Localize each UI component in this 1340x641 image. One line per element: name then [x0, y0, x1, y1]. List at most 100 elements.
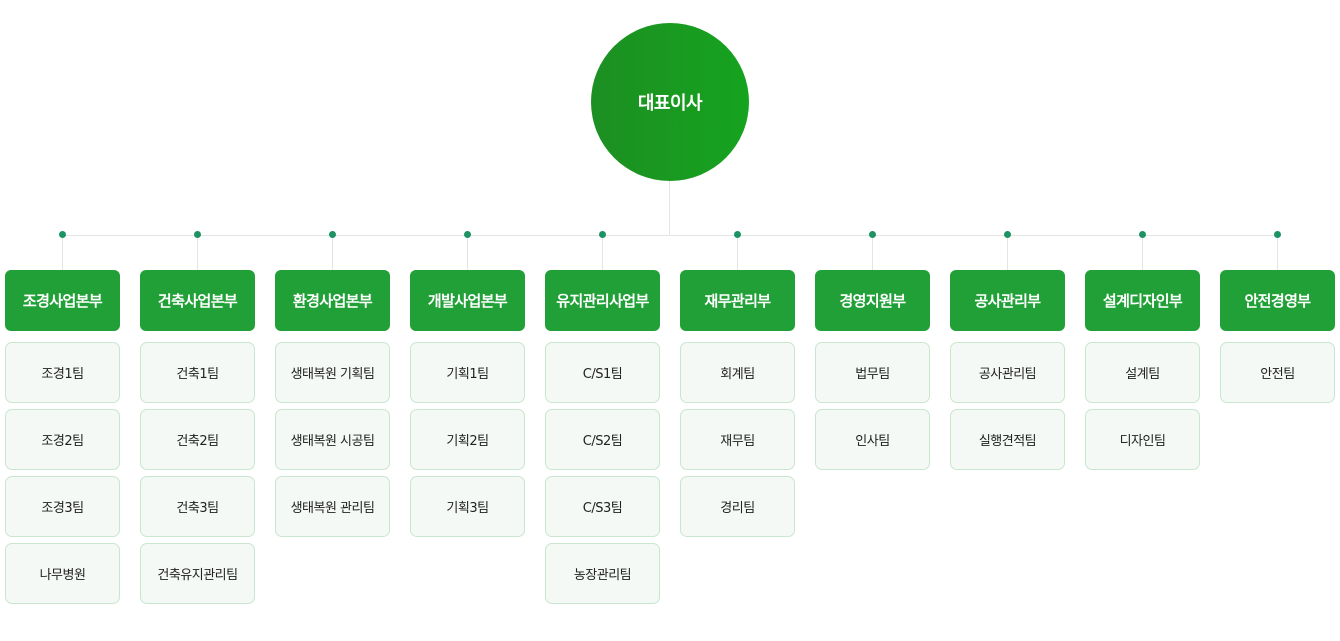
connector-stub-line: [1277, 238, 1278, 270]
team-node: 생태복원 기획팀: [275, 342, 390, 403]
connector-stub-line: [872, 238, 873, 270]
connector-dot: [194, 231, 201, 238]
team-label: 인사팀: [855, 434, 890, 449]
department-label: 재무관리부: [704, 292, 771, 310]
team-label: 실행견적팀: [978, 434, 1037, 449]
team-node: 경리팀: [680, 476, 795, 537]
connector-stub-line: [1142, 238, 1143, 270]
department-node: 설계디자인부: [1085, 270, 1200, 331]
department-label: 설계디자인부: [1102, 292, 1183, 310]
team-label: 조경3팀: [41, 501, 84, 516]
department-node: 개발사업본부: [410, 270, 525, 331]
team-node: 회계팀: [680, 342, 795, 403]
team-node: 안전팀: [1220, 342, 1335, 403]
team-node: 조경3팀: [5, 476, 120, 537]
ceo-connector-line: [669, 181, 670, 235]
team-node: 조경1팀: [5, 342, 120, 403]
team-label: 생태복원 시공팀: [290, 434, 375, 449]
department-node: 경영지원부: [815, 270, 930, 331]
department-node: 유지관리사업부: [545, 270, 660, 331]
horizontal-connector-line: [63, 235, 1275, 236]
team-label: 생태복원 관리팀: [290, 501, 375, 516]
team-node: C/S2팀: [545, 409, 660, 470]
connector-dot: [1139, 231, 1146, 238]
team-node: 건축2팀: [140, 409, 255, 470]
team-node: 조경2팀: [5, 409, 120, 470]
team-node: 인사팀: [815, 409, 930, 470]
department-label: 조경사업본부: [22, 292, 103, 310]
team-node: 기획2팀: [410, 409, 525, 470]
team-label: 설계팀: [1125, 367, 1160, 382]
connector-stub-line: [467, 238, 468, 270]
team-label: 건축2팀: [176, 434, 219, 449]
team-node: 기획1팀: [410, 342, 525, 403]
team-label: 공사관리팀: [978, 367, 1037, 382]
team-node: 건축1팀: [140, 342, 255, 403]
department-node: 안전경영부: [1220, 270, 1335, 331]
department-label: 안전경영부: [1244, 292, 1311, 310]
team-label: 기획3팀: [446, 501, 489, 516]
team-label: 조경2팀: [41, 434, 84, 449]
department-node: 조경사업본부: [5, 270, 120, 331]
team-node: 건축3팀: [140, 476, 255, 537]
connector-stub-line: [602, 238, 603, 270]
team-node: 법무팀: [815, 342, 930, 403]
connector-stub-line: [332, 238, 333, 270]
connector-dot: [734, 231, 741, 238]
team-node: 기획3팀: [410, 476, 525, 537]
ceo-label: 대표이사: [637, 93, 703, 114]
team-node: C/S1팀: [545, 342, 660, 403]
team-node: 나무병원: [5, 543, 120, 604]
connector-stub-line: [1007, 238, 1008, 270]
ceo-node: 대표이사: [591, 23, 749, 181]
connector-dot: [329, 231, 336, 238]
connector-dot: [599, 231, 606, 238]
team-label: 회계팀: [720, 367, 755, 382]
team-label: 안전팀: [1260, 367, 1295, 382]
team-node: 생태복원 관리팀: [275, 476, 390, 537]
connector-dot: [1274, 231, 1281, 238]
team-label: 조경1팀: [41, 367, 84, 382]
team-label: 건축3팀: [176, 501, 219, 516]
team-node: 건축유지관리팀: [140, 543, 255, 604]
department-label: 경영지원부: [839, 292, 906, 310]
team-label: 디자인팀: [1119, 434, 1166, 449]
department-node: 건축사업본부: [140, 270, 255, 331]
connector-dot: [464, 231, 471, 238]
team-label: 건축유지관리팀: [157, 568, 238, 583]
department-label: 공사관리부: [974, 292, 1041, 310]
team-label: 경리팀: [720, 501, 755, 516]
team-node: 농장관리팀: [545, 543, 660, 604]
team-label: 기획2팀: [446, 434, 489, 449]
team-node: C/S3팀: [545, 476, 660, 537]
department-label: 환경사업본부: [292, 292, 373, 310]
team-label: C/S2팀: [582, 434, 623, 449]
department-node: 재무관리부: [680, 270, 795, 331]
department-node: 공사관리부: [950, 270, 1065, 331]
team-label: C/S3팀: [582, 501, 623, 516]
team-node: 설계팀: [1085, 342, 1200, 403]
team-node: 디자인팀: [1085, 409, 1200, 470]
team-node: 생태복원 시공팀: [275, 409, 390, 470]
connector-stub-line: [737, 238, 738, 270]
connector-dot: [59, 231, 66, 238]
department-label: 건축사업본부: [157, 292, 238, 310]
department-label: 유지관리사업부: [556, 292, 649, 310]
team-label: 농장관리팀: [573, 568, 632, 583]
connector-dot: [1004, 231, 1011, 238]
team-label: 나무병원: [39, 568, 86, 583]
connector-dot: [869, 231, 876, 238]
team-label: 재무팀: [720, 434, 755, 449]
team-label: 건축1팀: [176, 367, 219, 382]
team-label: 생태복원 기획팀: [290, 367, 375, 382]
team-label: 기획1팀: [446, 367, 489, 382]
connector-stub-line: [62, 238, 63, 270]
team-label: C/S1팀: [582, 367, 623, 382]
department-node: 환경사업본부: [275, 270, 390, 331]
connector-stub-line: [197, 238, 198, 270]
team-node: 재무팀: [680, 409, 795, 470]
department-label: 개발사업본부: [427, 292, 508, 310]
team-node: 실행견적팀: [950, 409, 1065, 470]
team-node: 공사관리팀: [950, 342, 1065, 403]
